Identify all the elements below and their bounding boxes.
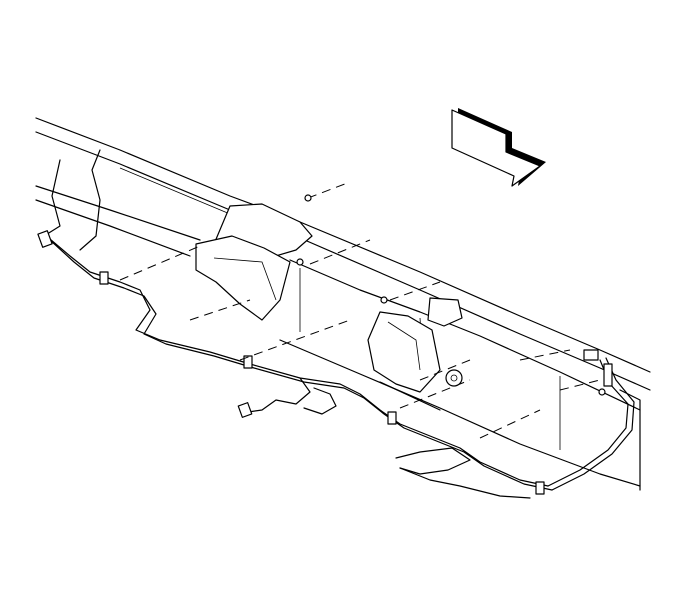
- fastener-bolt-icon: [296, 194, 606, 396]
- direction-arrow-icon: [451, 108, 546, 187]
- alignment-dash-lines: [119, 181, 601, 439]
- crossmember-bracket: [195, 203, 463, 393]
- wiring-harness: [37, 230, 635, 499]
- frame-rail: [35, 117, 651, 491]
